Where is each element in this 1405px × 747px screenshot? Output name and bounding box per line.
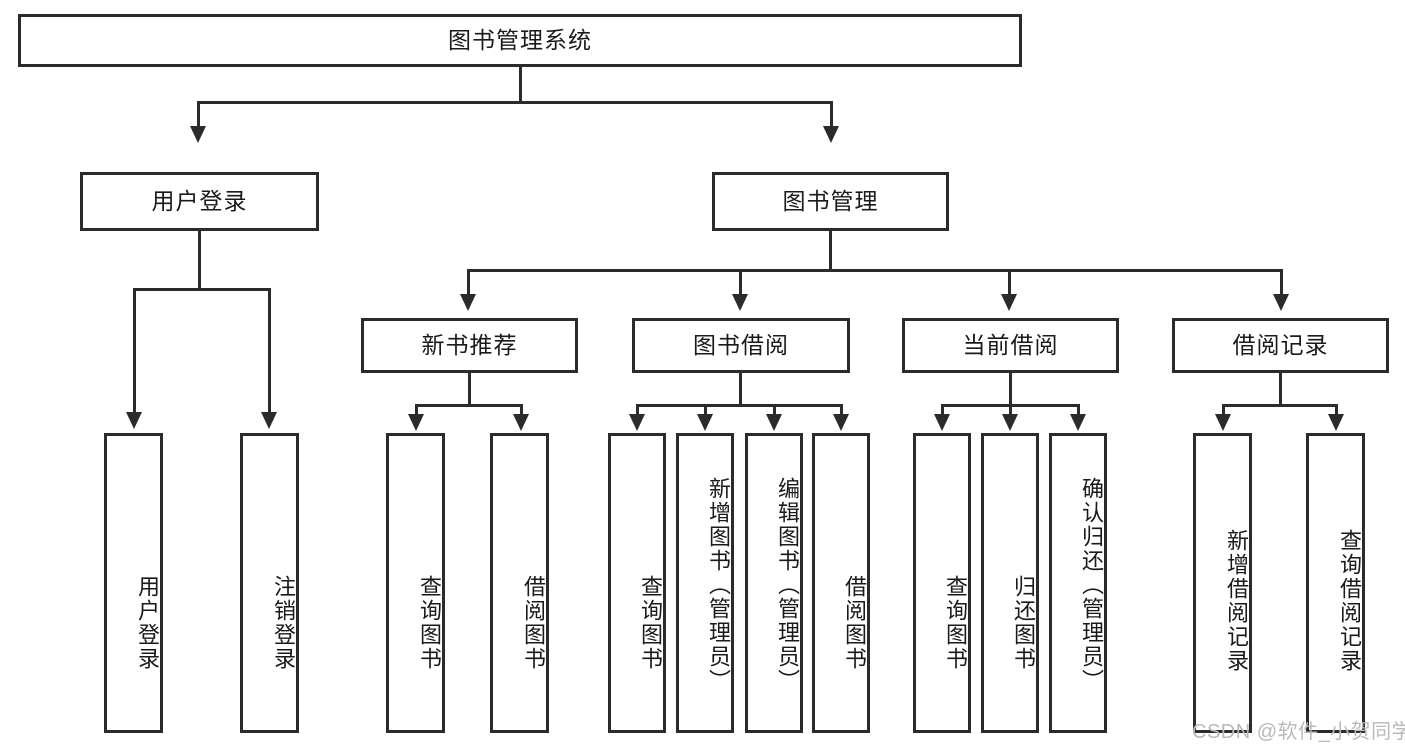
connector-nbr-drop-2: [520, 404, 523, 416]
leaf-edit-book-admin[interactable]: 编辑图书（管理员）: [745, 433, 803, 733]
node-current-borrow[interactable]: 当前借阅: [902, 318, 1119, 373]
connector-nbr-drop-1: [415, 404, 418, 416]
connector-br-drop-1: [1222, 404, 1225, 416]
leaf-query-book-recommend[interactable]: 查询图书: [386, 433, 445, 733]
arrow-to-user-login: [190, 126, 206, 143]
connector-bb-drop-3: [773, 404, 776, 416]
leaf-return-book[interactable]: 归还图书: [981, 433, 1039, 733]
leaf-query-borrow-record[interactable]: 查询借阅记录: [1306, 433, 1365, 733]
leaf-user-login[interactable]: 用户登录: [104, 433, 163, 733]
arrow-to-leaf-borrow-book-1: [513, 414, 529, 431]
arrow-to-leaf-add-borrow-record: [1215, 414, 1231, 431]
connector-root-drop-1: [197, 101, 200, 128]
arrow-to-leaf-edit-book: [766, 414, 782, 431]
arrow-to-new-book-recommend: [460, 294, 476, 311]
arrow-to-leaf-logout: [261, 412, 277, 429]
leaf-add-book-admin[interactable]: 新增图书（管理员）: [676, 433, 734, 733]
leaf-query-book-borrow[interactable]: 查询图书: [608, 433, 666, 733]
connector-cb-drop-2: [1009, 404, 1012, 416]
arrow-to-current-borrow: [1001, 294, 1017, 311]
connector-user-login-bus: [133, 288, 271, 291]
arrow-to-book-borrow: [732, 294, 748, 311]
node-book-management[interactable]: 图书管理: [712, 172, 949, 231]
connector-bb-drop-2: [704, 404, 707, 416]
connector-bm-drop-4: [1280, 269, 1283, 296]
connector-book-management-bus: [467, 269, 1283, 272]
arrow-to-leaf-borrow-book-2: [833, 414, 849, 431]
connector-bm-drop-3: [1008, 269, 1011, 296]
connector-cb-stem: [1009, 373, 1012, 407]
connector-root-drop-2: [830, 101, 833, 128]
arrow-to-leaf-query-book-1: [408, 414, 424, 431]
connector-book-management-stem: [829, 231, 832, 272]
arrow-to-leaf-query-book-2: [629, 414, 645, 431]
connector-nbr-stem: [468, 373, 471, 407]
connector-br-bus: [1222, 404, 1338, 407]
node-book-borrow[interactable]: 图书借阅: [632, 318, 850, 373]
connector-root-stem: [519, 67, 522, 101]
connector-bm-drop-2: [739, 269, 742, 296]
connector-br-stem: [1279, 373, 1282, 407]
connector-bb-drop-1: [636, 404, 639, 416]
node-root-book-management-system[interactable]: 图书管理系统: [18, 14, 1022, 67]
arrow-to-borrow-record: [1273, 294, 1289, 311]
connector-user-login-drop-2: [268, 288, 271, 414]
connector-bb-bus: [636, 404, 842, 407]
connector-br-drop-2: [1335, 404, 1338, 416]
node-new-book-recommend[interactable]: 新书推荐: [361, 318, 578, 373]
connector-cb-drop-3: [1077, 404, 1080, 416]
connector-user-login-stem: [198, 231, 201, 290]
arrow-to-leaf-return-book: [1002, 414, 1018, 431]
connector-bm-drop-1: [467, 269, 470, 296]
arrow-to-leaf-confirm-return: [1070, 414, 1086, 431]
leaf-confirm-return-admin[interactable]: 确认归还（管理员）: [1049, 433, 1107, 733]
leaf-logout[interactable]: 注销登录: [240, 433, 299, 733]
watermark-csdn: CSDN @软件_小贺同学: [1192, 721, 1405, 743]
arrow-to-leaf-add-book: [697, 414, 713, 431]
connector-nbr-bus: [415, 404, 523, 407]
arrow-to-leaf-query-book-3: [934, 414, 950, 431]
leaf-borrow-book-borrow[interactable]: 借阅图书: [812, 433, 870, 733]
connector-root-bus: [197, 101, 833, 104]
leaf-add-borrow-record[interactable]: 新增借阅记录: [1193, 433, 1252, 733]
node-borrow-record[interactable]: 借阅记录: [1172, 318, 1389, 373]
arrow-to-leaf-user-login: [126, 412, 142, 429]
arrow-to-book-management: [823, 126, 839, 143]
connector-cb-drop-1: [941, 404, 944, 416]
leaf-query-book-current[interactable]: 查询图书: [913, 433, 971, 733]
connector-bb-drop-4: [840, 404, 843, 416]
connector-user-login-drop-1: [133, 288, 136, 414]
leaf-borrow-book-recommend[interactable]: 借阅图书: [490, 433, 549, 733]
connector-bb-stem: [739, 373, 742, 407]
arrow-to-leaf-query-borrow-record: [1328, 414, 1344, 431]
node-user-login[interactable]: 用户登录: [80, 172, 319, 231]
